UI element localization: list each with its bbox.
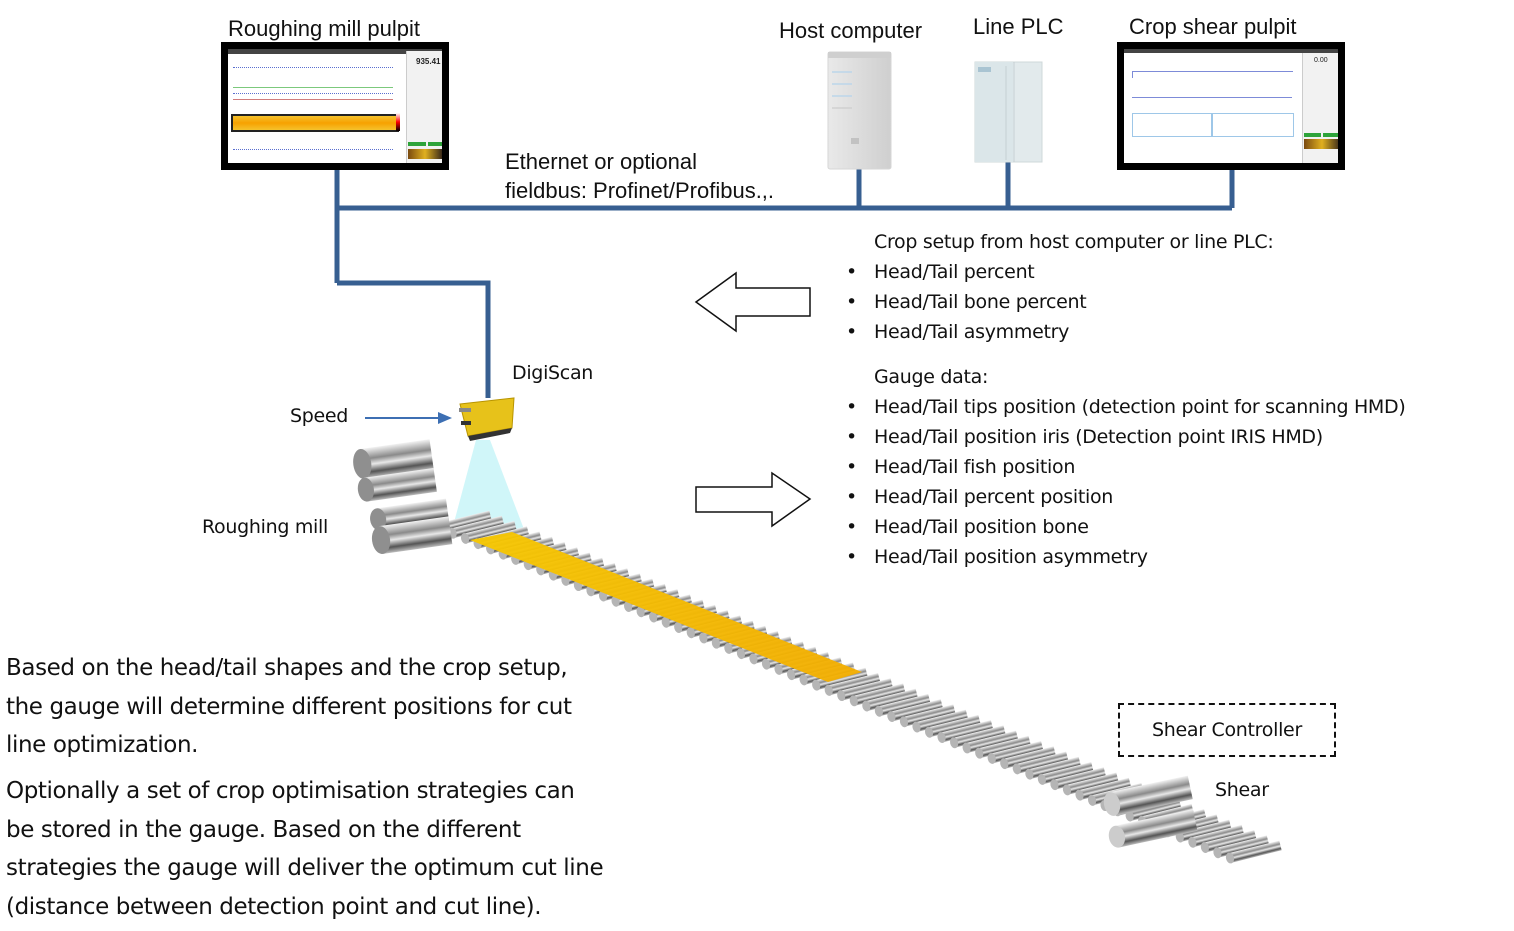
roughing-mill-icon xyxy=(353,439,453,554)
line-plc[interactable] xyxy=(973,60,1044,164)
shear-controller-label: Shear Controller xyxy=(1152,719,1302,741)
speed-arrow-icon xyxy=(365,412,452,424)
list-item: Head/Tail position bone xyxy=(842,512,1405,542)
roller xyxy=(1050,767,1107,791)
description-line: Based on the head/tail shapes and the cr… xyxy=(6,655,568,681)
list-item: Head/Tail fish position xyxy=(842,452,1405,482)
roughing-pulpit-monitor[interactable]: 935.41 xyxy=(221,42,449,170)
description-line: Optionally a set of crop optimisation st… xyxy=(6,778,575,804)
roller xyxy=(837,678,893,702)
list-item: Head/Tail position asymmetry xyxy=(842,542,1405,572)
roller xyxy=(975,735,1031,759)
roller xyxy=(1025,756,1082,780)
server-tower-icon xyxy=(827,51,892,170)
description-line: be stored in the gauge. Based on the dif… xyxy=(6,816,521,843)
roller xyxy=(924,714,981,738)
roller xyxy=(937,720,994,743)
digiscan-gauge-icon xyxy=(459,397,515,441)
crop-shear-pulpit-screen: 0.00 xyxy=(1124,49,1338,163)
roller xyxy=(460,521,517,544)
list-item: Head/Tail bone percent xyxy=(842,287,1273,317)
arrow-right-icon xyxy=(695,471,812,528)
roughing-mill-label: Roughing mill xyxy=(202,516,328,538)
roller xyxy=(1012,751,1069,775)
network-label: Ethernet or optional fieldbus: Profinet/… xyxy=(505,147,774,205)
crop-shear-pulpit-label: Crop shear pulpit xyxy=(1129,14,1297,39)
speed-label: Speed xyxy=(290,405,349,427)
host-computer[interactable] xyxy=(826,50,893,170)
shear-controller-box[interactable]: Shear Controller xyxy=(1118,703,1336,757)
network-label-line1: Ethernet or optional xyxy=(505,149,698,174)
roller xyxy=(1225,840,1282,864)
roller xyxy=(1062,772,1119,796)
hot-strip xyxy=(470,532,862,682)
roller xyxy=(899,704,956,728)
crop-shear-screen-readout: 0.00 xyxy=(1314,57,1328,64)
description-line: (distance between detection point and cu… xyxy=(6,893,542,920)
roller xyxy=(862,688,919,712)
digiscan-gauge[interactable] xyxy=(456,396,518,442)
roller xyxy=(950,725,1006,749)
list-item: Head/Tail percent position xyxy=(842,482,1405,512)
roller xyxy=(1213,835,1270,859)
list-item: Head/Tail position iris (Detection point… xyxy=(842,422,1405,452)
crop-setup-list: Crop setup from host computer or line PL… xyxy=(842,227,1274,347)
crop-setup-heading: Crop setup from host computer or line PL… xyxy=(874,231,1274,253)
roller xyxy=(912,709,969,733)
shear-label: Shear xyxy=(1215,779,1269,801)
crop-shear-pulpit-monitor[interactable]: 0.00 xyxy=(1117,42,1345,170)
host-computer-label: Host computer xyxy=(779,18,923,43)
roughing-pulpit-screen: 935.41 xyxy=(228,49,442,163)
description-line: the gauge will determine different posit… xyxy=(6,693,572,720)
roller xyxy=(849,683,906,707)
list-item: Head/Tail asymmetry xyxy=(842,317,1273,347)
digiscan-label: DigiScan xyxy=(512,362,594,384)
roughing-pulpit-label: Roughing mill pulpit xyxy=(228,16,420,41)
network-bus xyxy=(334,162,1235,398)
list-item: Head/Tail tips position (detection point… xyxy=(842,392,1406,422)
description-line: strategies the gauge will deliver the op… xyxy=(6,855,604,881)
roughing-screen-readout: 935.41 xyxy=(416,57,441,66)
line-plc-label: Line PLC xyxy=(973,14,1064,39)
description-paragraph-1: Based on the head/tail shapes and the cr… xyxy=(6,649,572,765)
link-to-digiscan xyxy=(337,280,491,398)
plc-module-icon xyxy=(974,61,1043,163)
description-line: line optimization. xyxy=(6,732,199,758)
roller xyxy=(1188,824,1245,848)
description-paragraph-2: Optionally a set of crop optimisation st… xyxy=(6,772,604,926)
roller xyxy=(962,730,1019,754)
roller xyxy=(1037,761,1094,785)
roller xyxy=(824,672,881,696)
roller xyxy=(874,693,931,717)
roller xyxy=(1075,777,1132,801)
roller xyxy=(887,699,944,722)
gauge-data-list: Gauge data: Head/Tail tips position (det… xyxy=(842,362,1406,572)
roller xyxy=(1200,830,1257,853)
roller xyxy=(987,741,1044,764)
gauge-data-heading: Gauge data: xyxy=(874,366,989,388)
list-item: Head/Tail percent xyxy=(842,257,1273,287)
arrow-left-icon xyxy=(694,271,811,333)
shear-icon xyxy=(1103,775,1198,848)
network-label-line2: fieldbus: Profinet/Profibus.,. xyxy=(505,178,775,203)
roller xyxy=(1000,746,1056,770)
